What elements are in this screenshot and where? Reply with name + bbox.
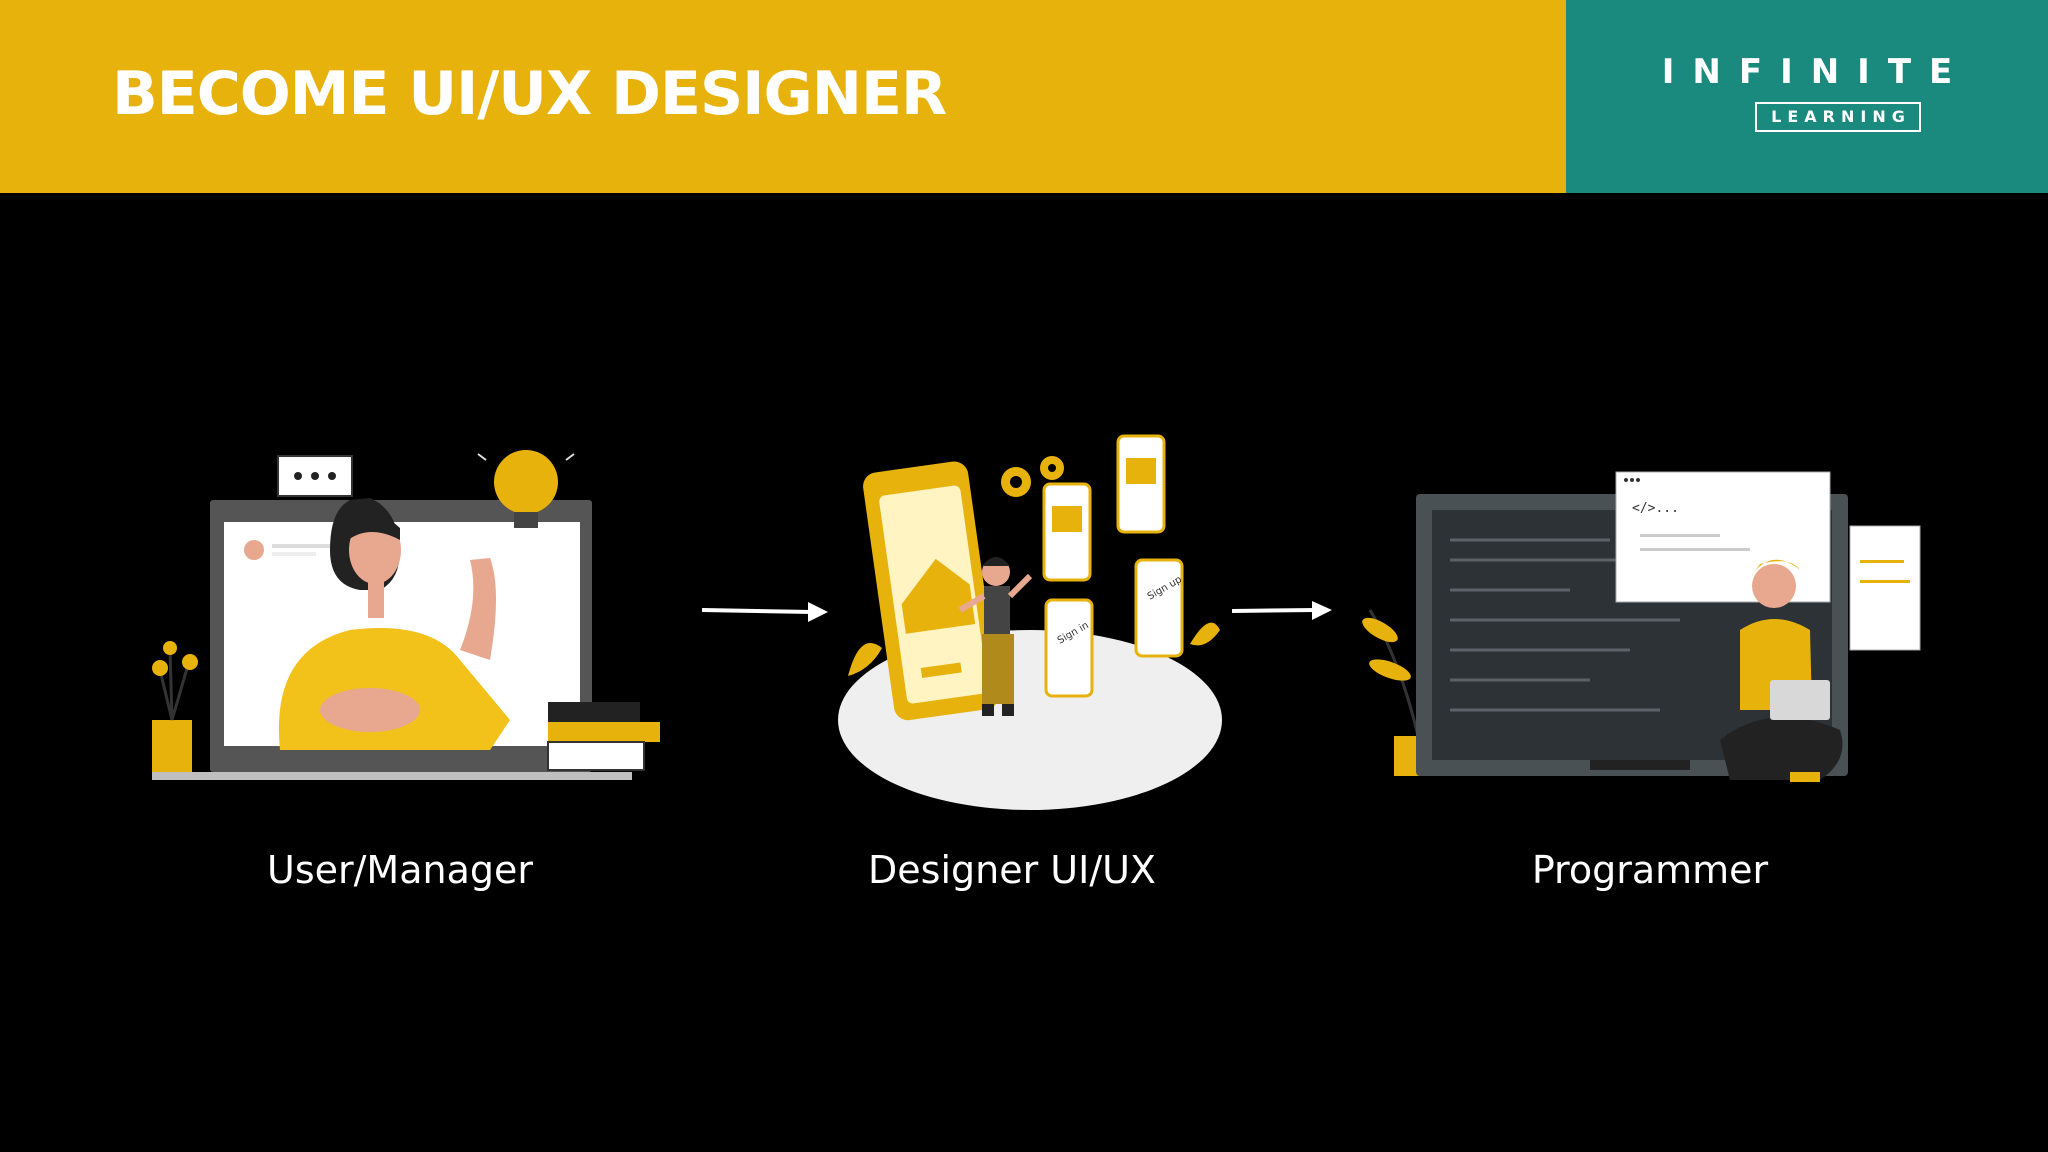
step-label-programmer: Programmer	[1531, 848, 1769, 892]
step-label-designer: Designer UI/UX	[868, 848, 1156, 892]
logo-subtitle: LEARNING	[1755, 102, 1921, 132]
header-bar: BECOME UI/UX DESIGNER	[0, 0, 1566, 193]
designer-illustration: Sign up Sign in	[838, 434, 1222, 810]
programmer-illustration: </>...	[1362, 471, 1921, 782]
brand-logo: INFINITE LEARNING	[1566, 0, 2048, 193]
code-tag-text: </>...	[1632, 501, 1679, 516]
user-manager-illustration	[152, 440, 660, 780]
slide-title: BECOME UI/UX DESIGNER	[112, 59, 947, 129]
arrow-right-icon	[1231, 601, 1332, 620]
step-label-user-manager: User/Manager	[267, 848, 533, 892]
arrow-right-icon	[701, 602, 828, 622]
logo-wordmark: INFINITE	[1661, 52, 1971, 92]
